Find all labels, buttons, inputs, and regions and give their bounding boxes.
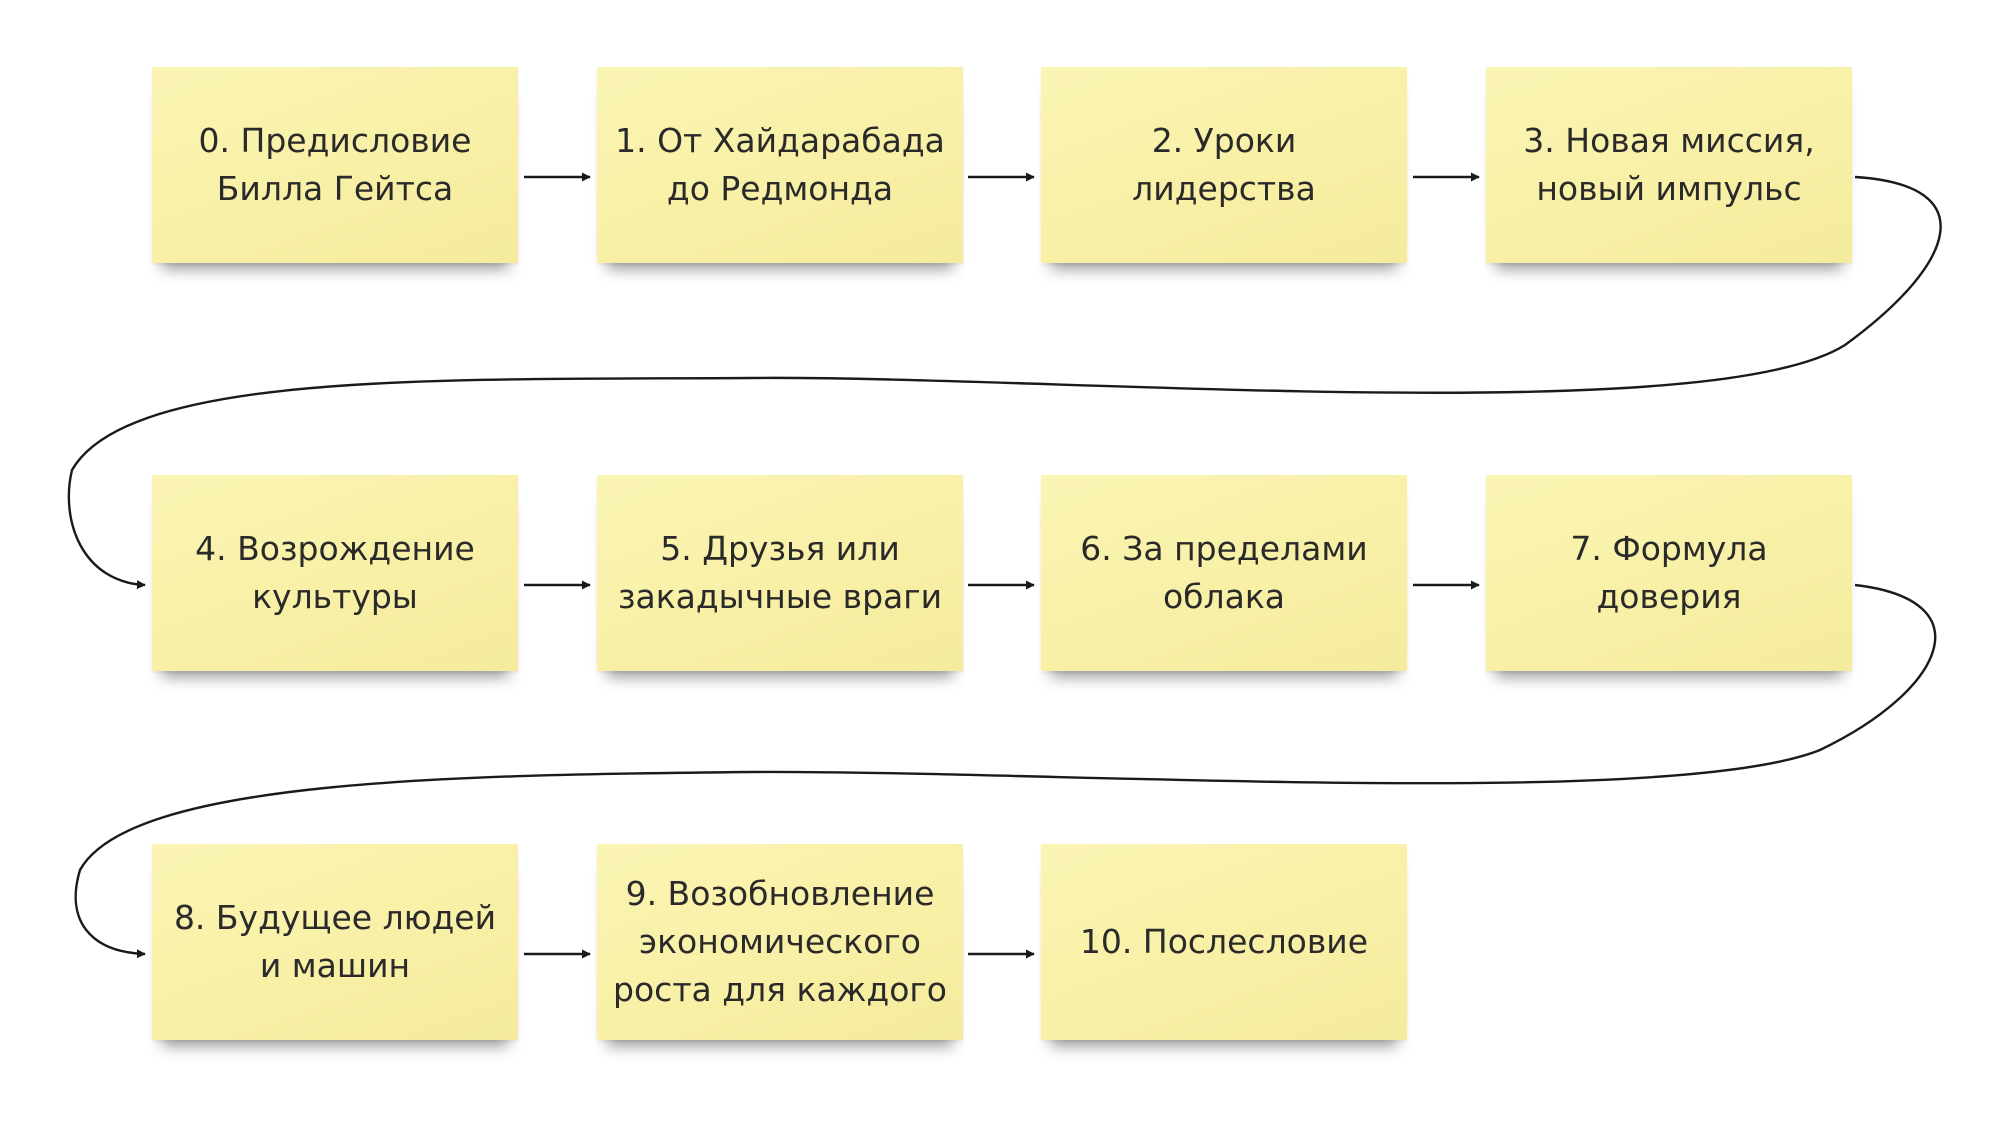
note-label: 8. Будущее людей и машин: [173, 898, 497, 985]
note-label: 9. Возобновление экономического роста дл…: [613, 874, 947, 1009]
note-7-trust-formula: 7. Формула доверия: [1486, 475, 1852, 671]
note-9-economic-growth: 9. Возобновление экономического роста дл…: [597, 844, 963, 1040]
note-2-leadership-lessons: 2. Уроки лидерства: [1041, 67, 1407, 263]
note-label: 7. Формула доверия: [1570, 529, 1768, 616]
note-3-new-mission: 3. Новая миссия, новый импульс: [1486, 67, 1852, 263]
note-10-afterword: 10. Послесловие: [1041, 844, 1407, 1040]
note-4-culture-revival: 4. Возрождение культуры: [152, 475, 518, 671]
note-label: 3. Новая миссия, новый импульс: [1523, 121, 1815, 208]
note-label: 4. Возрождение культуры: [195, 529, 475, 616]
edge-n3-n4: [67, 175, 1942, 590]
note-label: 0. Предисловие Билла Гейтса: [198, 121, 472, 208]
note-8-people-and-machines: 8. Будущее людей и машин: [152, 844, 518, 1040]
note-5-friends-or-enemies: 5. Друзья или закадычные враги: [597, 475, 963, 671]
note-1-hyderabad-redmond: 1. От Хайдарабада до Редмонда: [597, 67, 963, 263]
note-0-preface: 0. Предисловие Билла Гейтса: [152, 67, 518, 263]
edge-n7-n8: [74, 583, 1937, 959]
note-label: 10. Послесловие: [1079, 922, 1369, 961]
note-label: 1. От Хайдарабада до Редмонда: [615, 121, 945, 208]
note-6-beyond-cloud: 6. За пределами облака: [1041, 475, 1407, 671]
note-label: 5. Друзья или закадычные враги: [617, 529, 943, 616]
note-label: 2. Уроки лидерства: [1132, 121, 1316, 208]
note-label: 6. За пределами облака: [1080, 529, 1368, 616]
